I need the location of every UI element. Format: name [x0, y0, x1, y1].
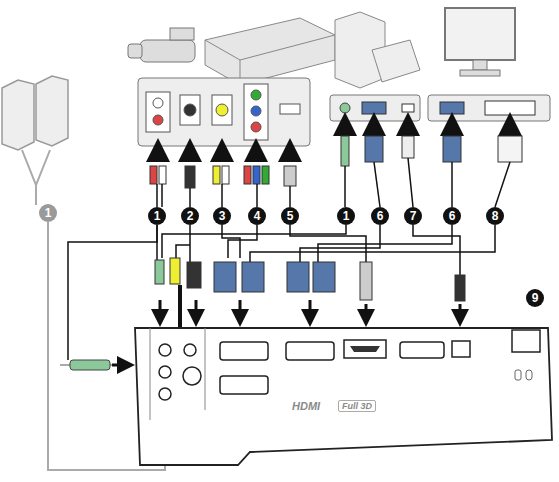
callout-number: 7: [404, 207, 422, 225]
callout-number: 4: [248, 207, 266, 225]
full-3d-badge: Full 3D: [338, 400, 376, 412]
callout-number: 9: [526, 289, 544, 307]
callout-number: 1: [39, 204, 57, 222]
callout-number: 3: [213, 207, 231, 225]
hdmi-logo: HDMI: [292, 400, 320, 412]
callout-number: 5: [281, 207, 299, 225]
callout-number: 6: [443, 207, 461, 225]
callout-number: 8: [486, 207, 504, 225]
callout-number: 1: [148, 207, 166, 225]
callout-number: 1: [337, 207, 355, 225]
callout-number: 2: [181, 207, 199, 225]
callout-number: 6: [371, 207, 389, 225]
